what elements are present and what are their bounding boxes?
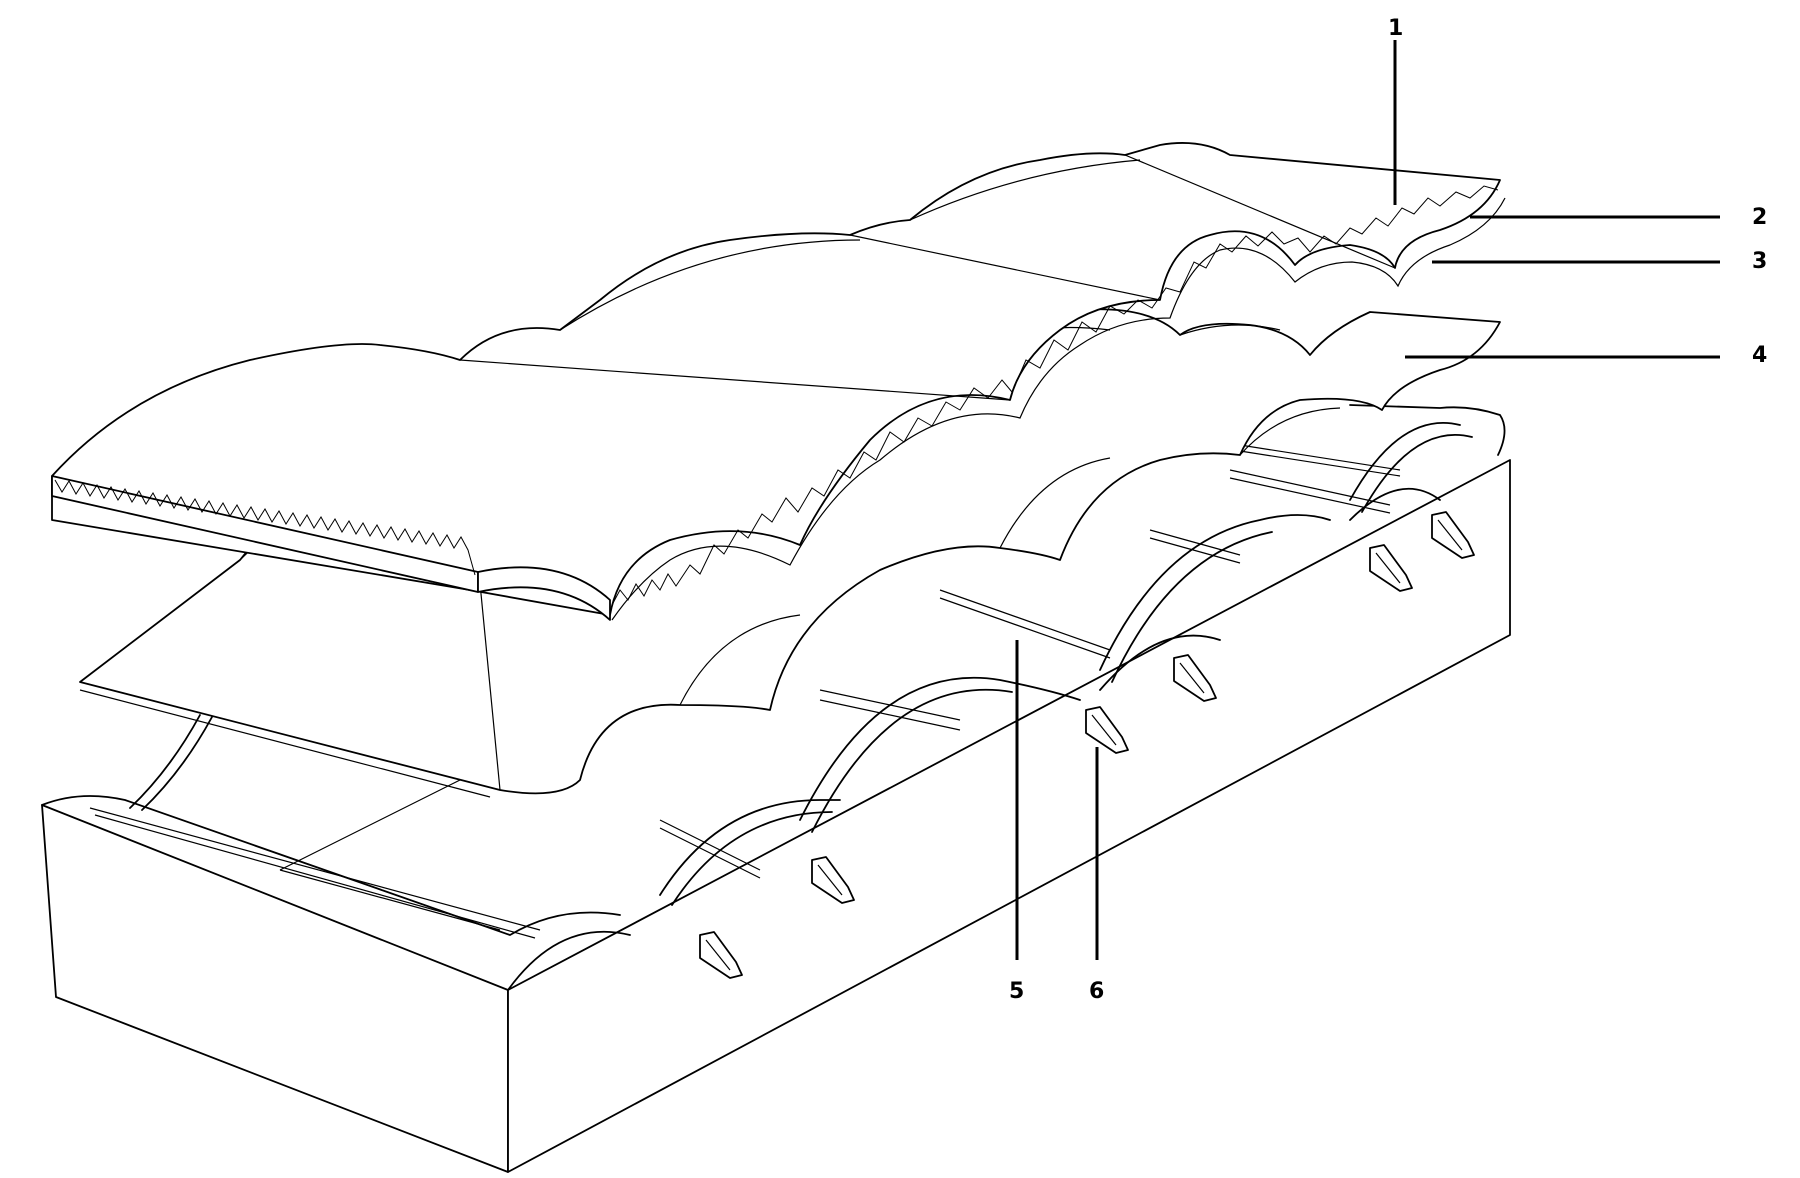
callout-leaders [1015,40,1720,960]
top-sandwich-panel [51,142,1506,621]
base-box [41,404,1511,1173]
bracket [811,856,855,904]
bracket [699,931,743,979]
bracket [1369,544,1413,592]
callout-labels: 1 2 3 4 5 6 [1009,16,1767,1004]
bracket [1085,706,1129,754]
callout-6-label: 6 [1089,979,1104,1004]
support-brackets [699,511,1475,979]
arch-ribs [129,421,1473,906]
callout-1-label: 1 [1388,16,1403,41]
bracket [1431,511,1475,559]
callout-3-label: 3 [1752,249,1767,274]
callout-4-label: 4 [1752,343,1767,368]
bracket [1173,654,1217,702]
callout-5-label: 5 [1009,979,1024,1004]
callout-2-label: 2 [1752,205,1767,230]
